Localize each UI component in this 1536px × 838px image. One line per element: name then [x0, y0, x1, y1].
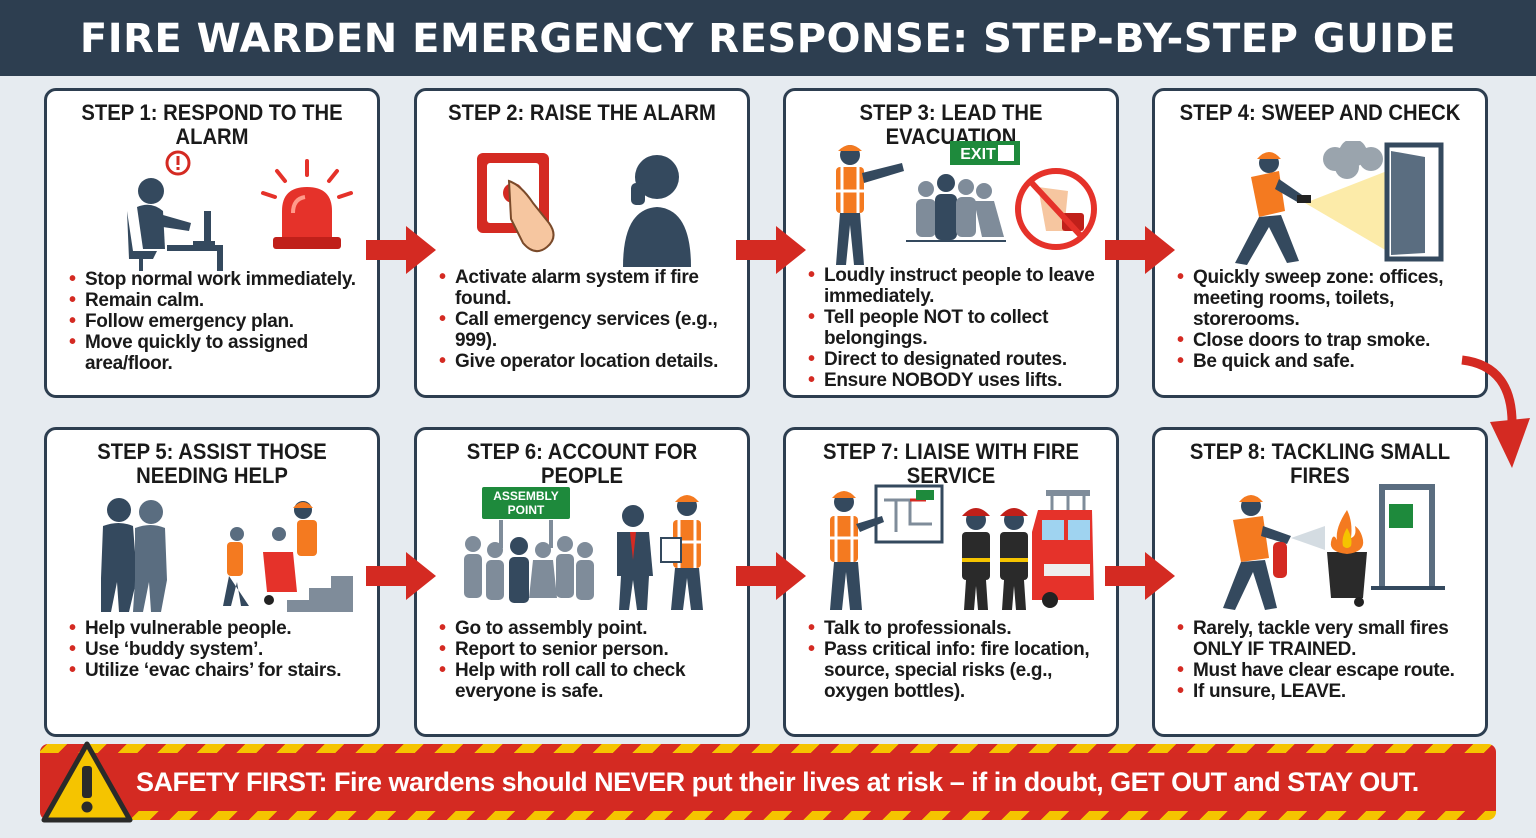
step-bullets: Activate alarm system if fire found. Cal…: [439, 267, 737, 372]
list-item: Be quick and safe.: [1177, 351, 1475, 372]
step-card-2: STEP 2: RAISE THE ALARM Activate alarm s…: [414, 88, 750, 398]
person-at-desk-icon: [127, 150, 353, 271]
list-item: Go to assembly point.: [439, 618, 737, 639]
fire-alarm-call-point-icon: [477, 153, 691, 267]
list-item: Tell people NOT to collect belongings.: [808, 307, 1106, 349]
step-bullets: Help vulnerable people. Use ‘buddy syste…: [69, 618, 367, 681]
list-item: Follow emergency plan.: [69, 311, 367, 332]
no-belongings-icon: [1015, 168, 1097, 250]
list-item: Must have clear escape route.: [1177, 660, 1475, 681]
list-item: Close doors to trap smoke.: [1177, 330, 1475, 351]
firefighter-icon: [962, 508, 1028, 610]
warden-pointing-icon: EXIT: [836, 141, 1097, 265]
step-bullets: Loudly instruct people to leave immediat…: [808, 265, 1106, 391]
right-arrow-icon: [366, 226, 436, 274]
header-bar: FIRE WARDEN EMERGENCY RESPONSE: STEP-BY-…: [0, 0, 1536, 76]
evac-chair-icon: [223, 501, 317, 606]
list-item: Report to senior person.: [439, 639, 737, 660]
list-item: Give operator location details.: [439, 351, 737, 372]
step-bullets: Quickly sweep zone: offices, meeting roo…: [1177, 267, 1475, 372]
step-title: STEP 8: TACKLING SMALL FIRES: [1189, 439, 1451, 488]
group-icon: ASSEMBLY POINT: [464, 485, 703, 610]
banner-text: SAFETY FIRST: Fire wardens should NEVER …: [136, 767, 1419, 797]
step-bullets: Go to assembly point. Report to senior p…: [439, 618, 737, 702]
senior-person-icon: [617, 505, 653, 610]
step-title: STEP 1: RESPOND TO THE ALARM: [81, 100, 343, 149]
curved-arrow-icon: [1461, 355, 1530, 468]
list-item: Use ‘buddy system’.: [69, 639, 367, 660]
smoke-icon: [1323, 141, 1383, 179]
list-item: Utilize ‘evac chairs’ for stairs.: [69, 660, 367, 681]
assisting-person-icon: [101, 498, 353, 612]
list-item: Rarely, tackle very small fires ONLY IF …: [1177, 618, 1475, 660]
warden-torch-icon: [1235, 141, 1444, 265]
list-item: Move quickly to assigned area/floor.: [69, 332, 367, 374]
warden-clipboard-icon: [660, 495, 703, 610]
exit-sign-label: EXIT: [960, 146, 996, 163]
list-item: Activate alarm system if fire found.: [439, 267, 737, 309]
list-item: Stop normal work immediately.: [69, 269, 367, 290]
phone-call-icon: [623, 155, 691, 267]
right-arrow-icon: [736, 552, 806, 600]
assembly-sign-line-2: POINT: [508, 503, 545, 517]
right-arrow-icon: [736, 226, 806, 274]
page-title: FIRE WARDEN EMERGENCY RESPONSE: STEP-BY-…: [79, 16, 1457, 62]
step-title: STEP 6: ACCOUNT FOR PEOPLE: [466, 439, 698, 488]
right-arrow-icon: [1105, 226, 1175, 274]
step-card-3: STEP 3: LEAD THE EVACUATION EXIT Loudly …: [783, 88, 1119, 398]
safety-banner: SAFETY FIRST: Fire wardens should NEVER …: [40, 744, 1496, 820]
list-item: Talk to professionals.: [808, 618, 1106, 639]
list-item: If unsure, LEAVE.: [1177, 681, 1475, 702]
step-bullets: Talk to professionals. Pass critical inf…: [808, 618, 1106, 702]
step-card-1: STEP 1: RESPOND TO THE ALARM Stop normal…: [44, 88, 380, 398]
list-item: Pass critical info: fire location, sourc…: [808, 639, 1106, 702]
list-item: Remain calm.: [69, 290, 367, 311]
list-item: Help with roll call to check everyone is…: [439, 660, 737, 702]
step-card-5: STEP 5: ASSIST THOSE NEEDING HELP Help v…: [44, 427, 380, 737]
step-title: STEP 2: RAISE THE ALARM: [448, 100, 716, 125]
door-icon: [1384, 142, 1444, 262]
warden-map-icon: [830, 484, 1094, 610]
list-item: Call emergency services (e.g., 999).: [439, 309, 737, 351]
step-card-7: STEP 7: LIAISE WITH FIRE SERVICE: [783, 427, 1119, 737]
list-item: Ensure NOBODY uses lifts.: [808, 370, 1106, 391]
assembly-sign: [480, 485, 572, 521]
step-bullets: Rarely, tackle very small fires ONLY IF …: [1177, 618, 1475, 702]
assembly-sign-line-1: ASSEMBLY: [493, 489, 559, 503]
list-item: Direct to designated routes.: [808, 349, 1106, 370]
step-bullets: Stop normal work immediately. Remain cal…: [69, 269, 367, 374]
right-arrow-icon: [1105, 552, 1175, 600]
step-title: STEP 4: SWEEP AND CHECK: [1179, 100, 1461, 125]
list-item: Quickly sweep zone: offices, meeting roo…: [1177, 267, 1475, 330]
fire-engine-icon: [1032, 490, 1094, 608]
step-card-8: STEP 8: TACKLING SMALL FIRES Rarely, tac…: [1152, 427, 1488, 737]
list-item: Loudly instruct people to leave immediat…: [808, 265, 1106, 307]
siren-icon: [261, 159, 353, 249]
crowd-icon: [916, 174, 1004, 240]
banner-fill: [40, 753, 1496, 811]
stairs-icon: [287, 576, 353, 612]
step-title: STEP 7: LIAISE WITH FIRE SERVICE: [822, 439, 1080, 488]
bin-fire-icon: [1327, 510, 1367, 607]
step-card-4: STEP 4: SWEEP AND CHECK Quickly sweep zo…: [1152, 88, 1488, 398]
warning-triangle-icon: [41, 741, 133, 823]
step-card-6: STEP 6: ACCOUNT FOR PEOPLE ASSEMBLY POIN…: [414, 427, 750, 737]
warden-extinguisher-icon: [1223, 484, 1445, 610]
right-arrow-icon: [366, 552, 436, 600]
step-title: STEP 5: ASSIST THOSE NEEDING HELP: [97, 439, 327, 488]
list-item: Help vulnerable people.: [69, 618, 367, 639]
